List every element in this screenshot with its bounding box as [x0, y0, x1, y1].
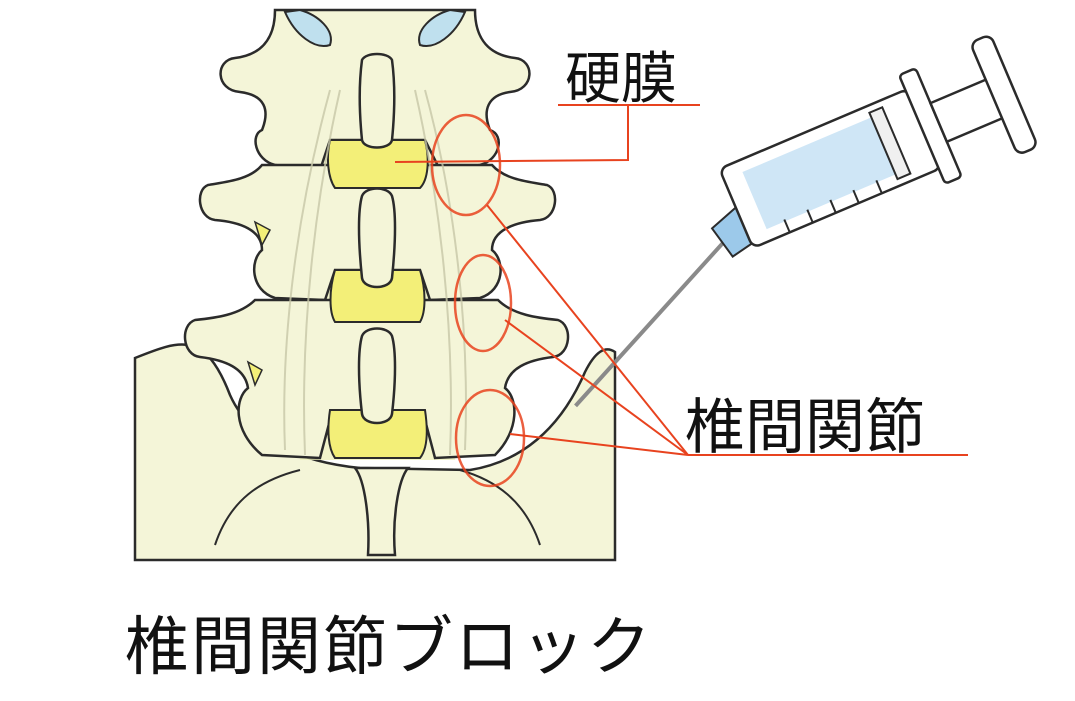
- facet-joint-circle-2: [453, 253, 513, 353]
- diagram-caption: 椎間関節ブロック: [125, 611, 653, 685]
- side-wedge: [253, 220, 272, 247]
- facet-joint-circles: [430, 113, 526, 488]
- facet-joint-circle-1: [430, 113, 502, 217]
- syringe-fluid: [742, 117, 896, 230]
- dura-leader: [394, 104, 700, 163]
- facet-joint-circle-3: [454, 388, 526, 488]
- side-wedge: [246, 360, 263, 388]
- spinous-processes: [357, 52, 397, 425]
- facet-joint-label: 椎間関節: [685, 393, 925, 463]
- needle: [574, 236, 729, 408]
- ligament-lines: [283, 89, 467, 456]
- syringe: [574, 35, 1037, 408]
- facet-joint-leader: [486, 204, 968, 456]
- dura-label: 硬膜: [565, 47, 677, 112]
